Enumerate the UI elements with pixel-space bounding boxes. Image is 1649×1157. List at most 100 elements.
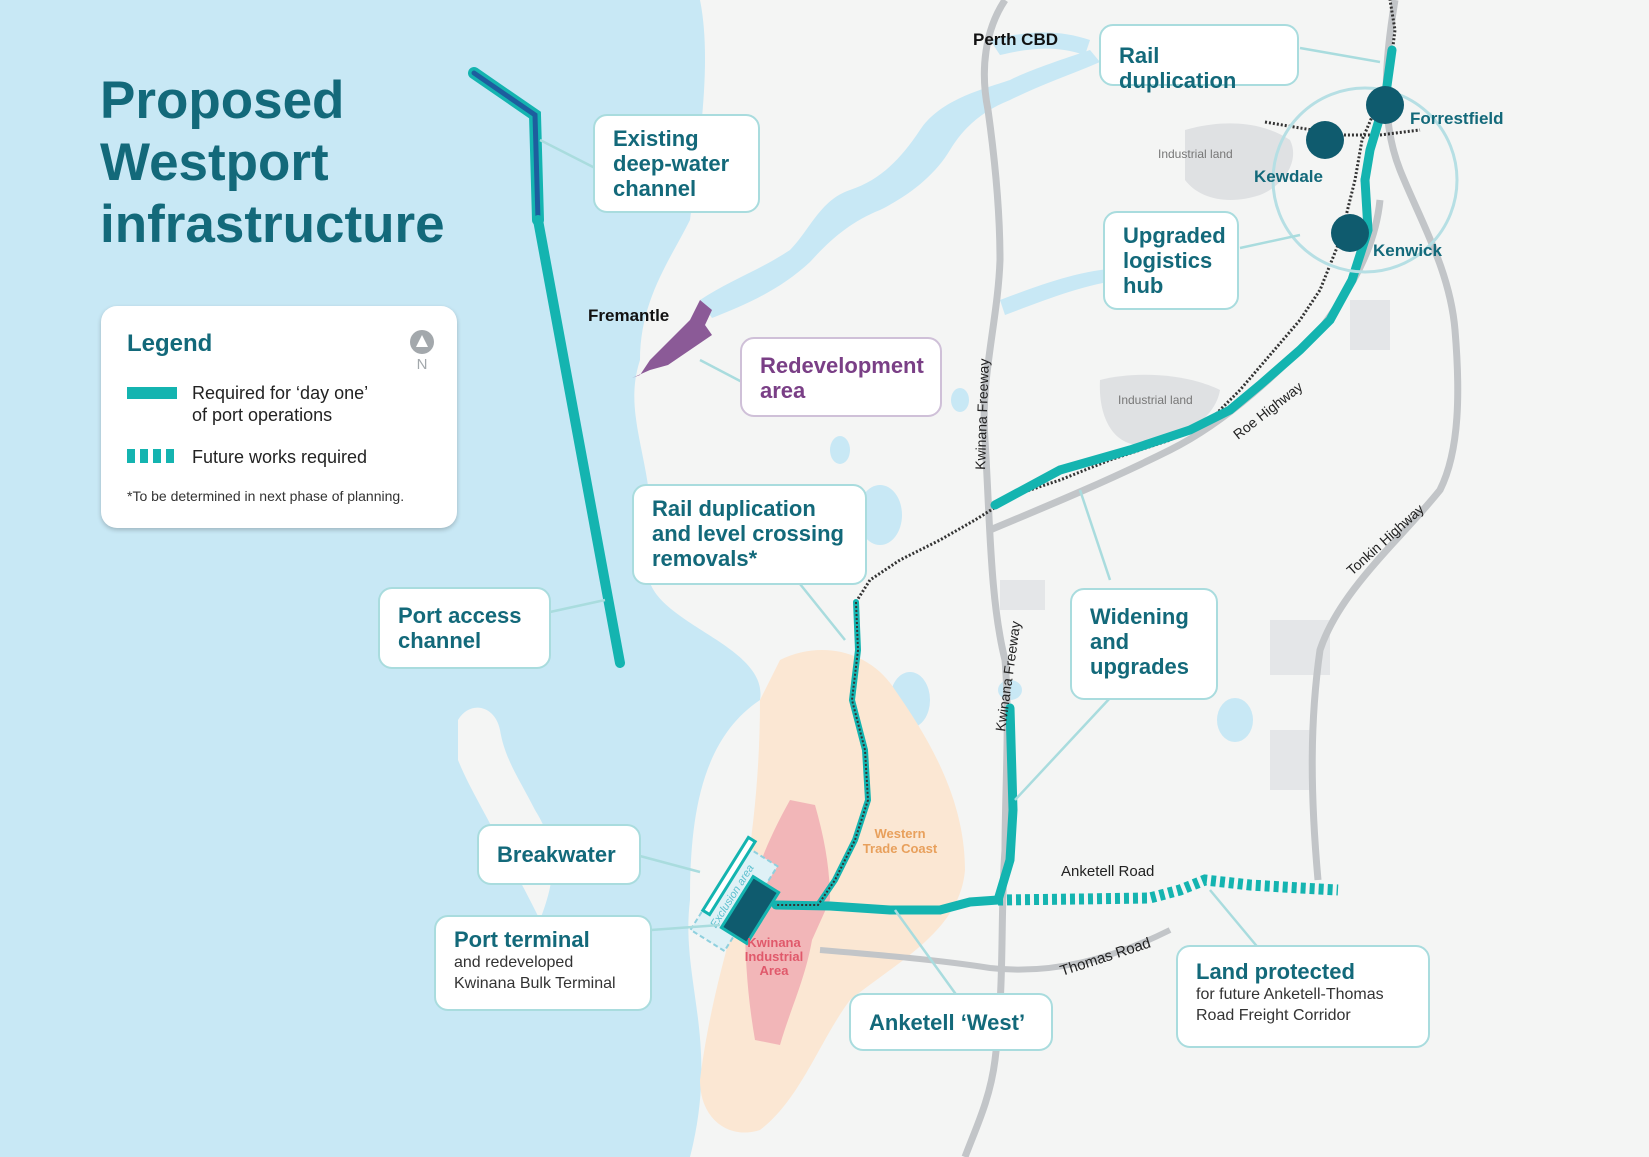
anketell-road-label: Anketell Road [1061,863,1154,880]
breakwater-structure [700,835,758,917]
callout-rail-duplication: Rail duplication [1099,24,1299,93]
perth-cbd-label: Perth CBD [973,30,1058,49]
callout-upgraded-hub-line-3: hub [1123,273,1164,298]
urban-patch [1270,730,1310,790]
callout-rail-crossing-line-3: removals* [652,546,758,571]
callout-port-terminal-sub-2: Kwinana Bulk Terminal [454,975,616,992]
lake [951,388,969,412]
industrial-land-north [1185,123,1294,200]
callout-rail-crossing-line-1: Rail duplication [652,496,816,521]
kenwick-node [1331,214,1369,252]
redevelopment-area [632,300,712,378]
map-title: Proposed Westport infrastructure [100,70,445,256]
lake [1217,698,1253,742]
rail-line [854,0,1397,603]
callout-rail-crossing-line-2: and level crossing [652,521,844,546]
kwinana-industrial-label-3: Area [760,963,790,978]
leader-port-terminal [650,923,721,932]
callout-port-terminal: Port terminal and redeveloped Kwinana Bu… [434,915,652,1011]
leader-land-protected [1209,889,1261,951]
leader-port-access [549,598,606,614]
callout-existing-channel-line-3: channel [613,176,697,201]
legend-required-swatch [127,387,177,399]
forrestfield-node [1366,86,1404,124]
leader-redevelopment [699,358,743,384]
callout-port-access-line-1: Port access [398,603,522,628]
existing-deep-water-channel-core [471,70,541,223]
leader-upgraded-hub [1239,233,1301,250]
leader-breakwater [639,854,701,874]
legend-required-line-1: Required for ‘day one’ [192,383,369,403]
leader-rail-duplication [1299,46,1381,64]
legend-future-label: Future works required [192,447,368,467]
rail-overlay [776,601,870,906]
callout-widening-line-3: upgrades [1090,654,1190,679]
rail-duplication-route [1360,45,1397,185]
western-trade-coast-label-2: Trade Coast [863,841,938,856]
anketell-west-route [771,895,1003,915]
callout-breakwater-text: Breakwater [497,842,616,867]
kewdale-label: Kewdale [1254,167,1323,186]
callout-existing-channel: Existing deep-water channel [593,114,760,213]
kewdale-node [1306,121,1344,159]
callout-rail-duplication-text: Rail duplication [1119,43,1237,93]
rail-branch [1264,120,1421,137]
legend-heading: Legend [127,330,213,357]
industrial-land-label-mid: Industrial land [1118,393,1193,407]
legend-required-line-2: of port operations [192,405,333,425]
callout-port-terminal-title: Port terminal [454,927,590,952]
leader-existing-channel [539,138,596,170]
leader-widening-1 [1078,489,1112,581]
leader-widening-2 [1014,697,1111,801]
callout-widening: Widening and upgrades [1070,588,1218,700]
port-access-channel [533,215,625,668]
kenwick-label: Kenwick [1373,241,1443,260]
logistics-link-route [990,175,1373,510]
callout-anketell-west: Anketell ‘West’ [849,993,1053,1051]
callout-port-access: Port access channel [378,587,551,669]
callout-upgraded-hub-line-2: logistics [1123,248,1213,273]
port-terminal-structure [719,874,781,946]
logistics-hub-ring [1271,86,1459,274]
anketell-thomas-future-route [997,874,1339,906]
callout-redevelopment: Redevelopment area [740,337,942,417]
widening-upgrade-route [993,703,1018,905]
callout-port-terminal-sub-1: and redeveloped [454,954,574,971]
callout-existing-channel-line-2: deep-water [613,151,730,176]
kwinana-industrial-label-2: Industrial [745,949,804,964]
legend-note: *To be determined in next phase of plann… [127,488,405,504]
callout-land-protected: Land protected for future Anketell-Thoma… [1176,945,1430,1048]
leader-rail-crossing [799,583,846,641]
industrial-land-label-north: Industrial land [1158,147,1233,161]
swan-river-upper [990,32,1090,55]
callout-port-access-line-2: channel [398,628,482,653]
callout-upgraded-hub-line-1: Upgraded [1123,223,1226,248]
fremantle-label: Fremantle [588,306,669,325]
callout-upgraded-hub: Upgraded logistics hub [1103,211,1239,310]
callout-widening-line-1: Widening [1090,604,1189,629]
callout-land-protected-sub-2: Road Freight Corridor [1196,1007,1351,1024]
kwinana-industrial-label-1: Kwinana [747,935,801,950]
north-arrow-icon [410,330,434,354]
legend-box: Legend N Required for ‘day one’ of port … [101,306,457,528]
forrestfield-label: Forrestfield [1410,109,1504,128]
callout-widening-line-2: and [1090,629,1130,654]
north-arrow: N [409,330,435,373]
title-line-2: Westport [100,133,329,192]
callout-land-protected-sub-1: for future Anketell-Thomas [1196,986,1384,1003]
title-line-1: Proposed [100,71,345,130]
callout-redevelopment-line-1: Redevelopment [760,353,924,378]
north-label: N [416,356,428,373]
lake [830,436,850,464]
western-trade-coast-label-1: Western [874,826,925,841]
callout-redevelopment-line-2: area [760,378,806,403]
callout-rail-crossing: Rail duplication and level crossing remo… [632,484,867,585]
callout-leaders [539,46,1381,1001]
callout-existing-channel-line-1: Existing [613,126,699,151]
legend-required-label: Required for ‘day one’ of port operation… [192,382,368,426]
swan-river [700,50,1100,318]
urban-patch [1000,580,1045,610]
kwinana-freeway-label-north: Kwinana Freeway [972,358,992,470]
callout-land-protected-title: Land protected [1196,959,1355,984]
lake [858,485,902,545]
